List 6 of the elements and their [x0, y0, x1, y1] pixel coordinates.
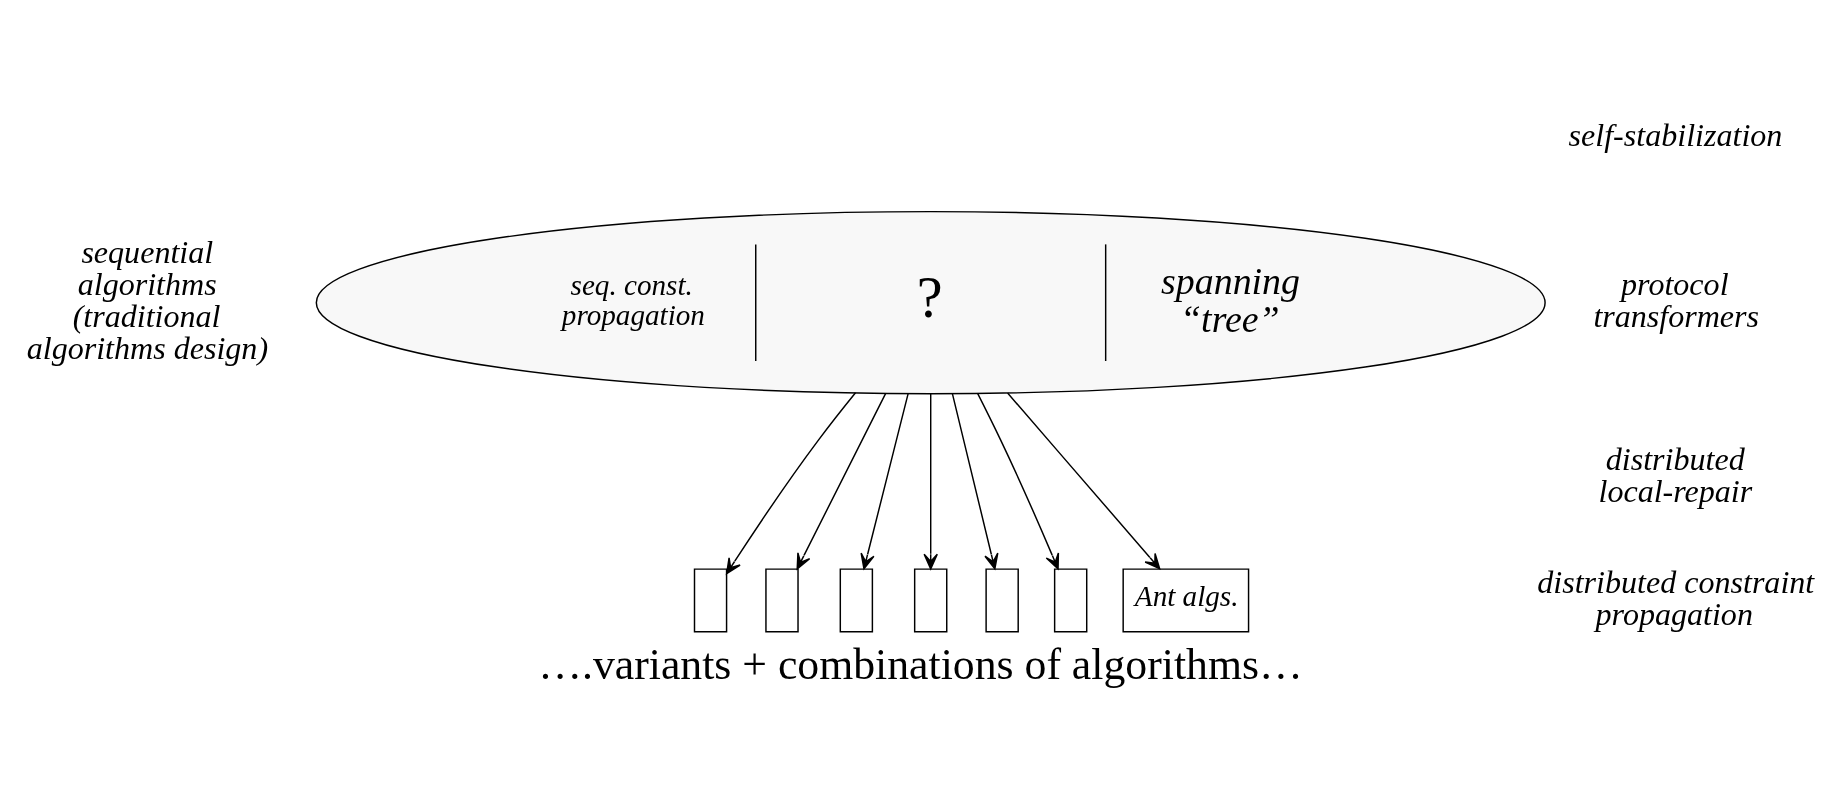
label: sequential algorithms (traditional algorithms design) [26, 233, 269, 366]
label: distributed constraint propagation [1537, 563, 1815, 632]
label: self-stabilization [1568, 116, 1783, 153]
label: protocol transformers [1593, 265, 1760, 334]
label: distributed local-repair [1598, 440, 1753, 509]
caption: ….variants + combinations of algorithms… [538, 639, 1303, 688]
